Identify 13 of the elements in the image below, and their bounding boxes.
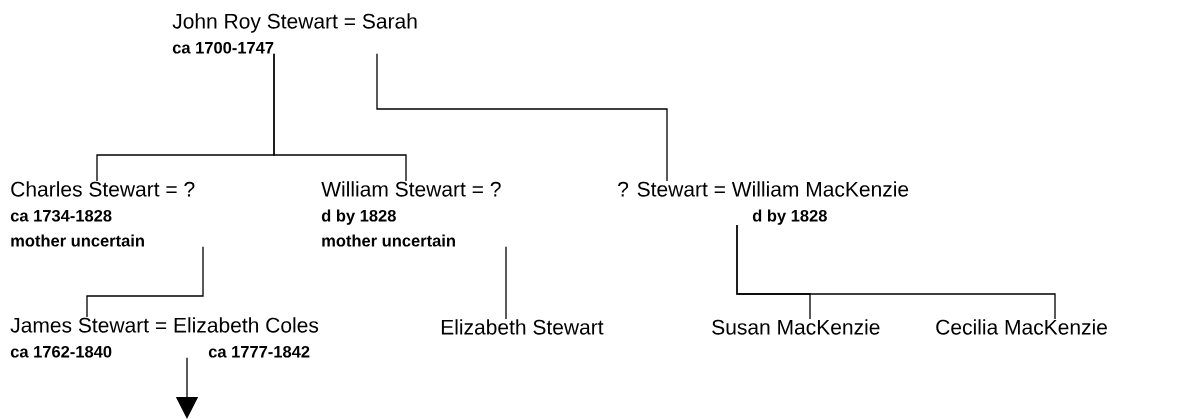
person-entry: John Roy Stewart = Sarah ca 1700-1747 xyxy=(172,13,417,54)
person-entry: Susan MacKenzie xyxy=(712,319,880,335)
person-entry: Charles Stewart = ? ca 1734-1828 mother uncertain xyxy=(10,181,195,247)
person-entry: ? Stewart = William MacKenzie d by 1828 xyxy=(618,181,909,225)
person-entry: James Stewart = Elizabeth Coles ca 1762-1840 ca 1777-1842 xyxy=(10,317,319,358)
descent-line xyxy=(273,53,407,182)
descent-line xyxy=(86,246,204,318)
descent-line xyxy=(736,224,1056,320)
descent-line xyxy=(505,246,507,320)
person-entry: Elizabeth Stewart xyxy=(441,319,604,335)
person-entry: Cecilia MacKenzie xyxy=(936,319,1107,335)
person-entry: William Stewart = ? d by 1828 mother uncertain xyxy=(321,181,501,247)
descent-line xyxy=(376,53,668,182)
